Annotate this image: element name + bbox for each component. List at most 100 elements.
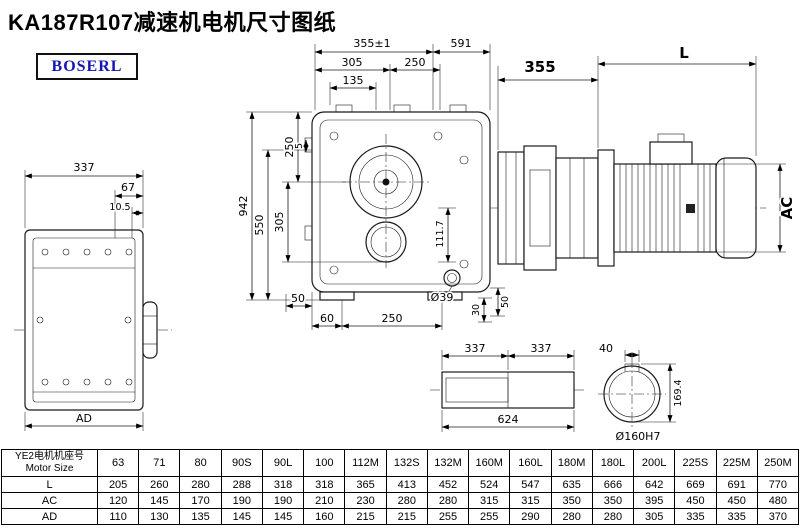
- dim-value-cell: 524: [468, 476, 511, 493]
- shaft-view: 337 337 624: [430, 341, 586, 432]
- dim-bore-169-4: 169.4: [673, 379, 684, 406]
- dim-value-cell: 450: [715, 492, 758, 509]
- dim-value-cell: 450: [674, 492, 717, 509]
- dim-value-cell: 288: [220, 476, 263, 493]
- motor-size-col-header: 71: [138, 449, 181, 477]
- dim-value-cell: 210: [303, 492, 346, 509]
- dim-front-111-7: 111.7: [435, 220, 446, 247]
- dim-side-10-5: 10.5: [109, 202, 130, 213]
- lower-bore: [365, 221, 407, 263]
- dim-side-67: 67: [121, 181, 135, 194]
- motor-size-col-header: 250M: [756, 449, 800, 477]
- side-output-hub: [142, 301, 158, 359]
- dim-value-cell: 145: [138, 492, 181, 509]
- motor-size-col-header: 160L: [509, 449, 552, 477]
- dim-value-cell: 190: [261, 492, 305, 509]
- dim-shaft-337-a: 337: [465, 342, 486, 355]
- fan-cowl: [715, 157, 757, 259]
- dim-value-cell: 280: [591, 508, 635, 525]
- dim-value-cell: 350: [591, 492, 635, 509]
- motor-size-col-header: 160M: [468, 449, 511, 477]
- dim-front-135: 135: [343, 74, 364, 87]
- dim-front-305-top: 305: [342, 56, 363, 69]
- motor-size-col-header: 132S: [385, 449, 428, 477]
- dim-value-cell: 315: [468, 492, 511, 509]
- dim-bore-d160H7: Ø160H7: [616, 430, 661, 443]
- motor-body: [613, 163, 717, 253]
- dim-front-591: 591: [451, 37, 472, 50]
- dim-front-305-left: 305: [273, 212, 286, 233]
- dim-value-cell: 452: [426, 476, 470, 493]
- dim-value-cell: 335: [715, 508, 758, 525]
- dim-value-cell: 280: [550, 508, 593, 525]
- technical-drawing: 337 67 10.5 AD: [14, 36, 798, 445]
- dim-front-50-bottom: 50: [291, 292, 305, 305]
- dim-value-cell: 318: [303, 476, 346, 493]
- motor-size-col-header: 180M: [550, 449, 593, 477]
- bore-view: 40 169.4 Ø160H7: [598, 341, 686, 445]
- corner-header: YE2电机机座号 Motor Size: [1, 449, 98, 477]
- dim-side-337: 337: [74, 161, 95, 174]
- assembly-view: 355 L AC: [490, 43, 798, 271]
- motor-size-col-header: 63: [96, 449, 140, 477]
- dim-value-cell: 120: [96, 492, 140, 509]
- dim-front-550: 550: [253, 215, 266, 236]
- dim-value-cell: 666: [591, 476, 635, 493]
- terminal-box: [649, 141, 693, 165]
- dim-value-cell: 130: [138, 508, 181, 525]
- dim-value-cell: 547: [509, 476, 552, 493]
- side-view: 337 67 10.5 AD: [14, 160, 172, 431]
- page-title: KA187R107减速机电机尺寸图纸: [8, 10, 337, 35]
- dim-value-cell: 318: [261, 476, 305, 493]
- dim-value-cell: 215: [344, 508, 387, 525]
- dim-value-cell: 480: [756, 492, 800, 509]
- row-label: AC: [1, 492, 98, 509]
- dim-front-250-top: 250: [405, 56, 426, 69]
- motor-size-col-header: 180L: [591, 449, 635, 477]
- dim-value-cell: 280: [385, 492, 428, 509]
- dim-value-cell: 770: [756, 476, 800, 493]
- dim-value-cell: 110: [96, 508, 140, 525]
- motor-size-col-header: 225S: [674, 449, 717, 477]
- dim-front-942: 942: [237, 196, 250, 217]
- dim-value-cell: 635: [550, 476, 593, 493]
- dim-front-30: 30: [471, 304, 482, 316]
- motor-size-col-header: 90S: [220, 449, 263, 477]
- dim-front-250-bottom: 250: [382, 312, 403, 325]
- motor-fins: [619, 164, 711, 252]
- dim-front-5: 5: [294, 143, 305, 149]
- dim-shaft-40: 40: [599, 342, 613, 355]
- dim-value-cell: 260: [138, 476, 181, 493]
- dim-value-cell: 413: [385, 476, 428, 493]
- dim-side-AD: AD: [76, 412, 92, 425]
- dim-front-60: 60: [320, 312, 334, 325]
- motor-size-col-header: 112M: [344, 449, 387, 477]
- dim-value-cell: 350: [550, 492, 593, 509]
- dim-value-cell: 145: [261, 508, 305, 525]
- dim-assy-355: 355: [524, 58, 555, 76]
- dim-assy-AC: AC: [778, 197, 796, 220]
- front-view: 355±1 591 305 250 135 942 550 305 250 5 …: [236, 36, 513, 330]
- front-housing: [311, 111, 491, 293]
- dim-value-cell: 135: [179, 508, 222, 525]
- dim-shaft-624: 624: [498, 413, 519, 426]
- dim-value-cell: 230: [344, 492, 387, 509]
- bore-outer: [603, 365, 661, 423]
- dim-value-cell: 205: [96, 476, 140, 493]
- dim-value-cell: 370: [756, 508, 800, 525]
- dim-value-cell: 642: [633, 476, 676, 493]
- dim-value-cell: 305: [633, 508, 676, 525]
- dim-value-cell: 145: [220, 508, 263, 525]
- dim-value-cell: 315: [509, 492, 552, 509]
- motor-flange: [597, 149, 615, 267]
- corner-header-cn: YE2电机机座号: [15, 451, 84, 462]
- brand-logo-text: BOSERL: [51, 57, 123, 75]
- dim-front-d39: Ø39: [431, 291, 454, 304]
- motor-size-col-header: 90L: [261, 449, 305, 477]
- dim-value-cell: 365: [344, 476, 387, 493]
